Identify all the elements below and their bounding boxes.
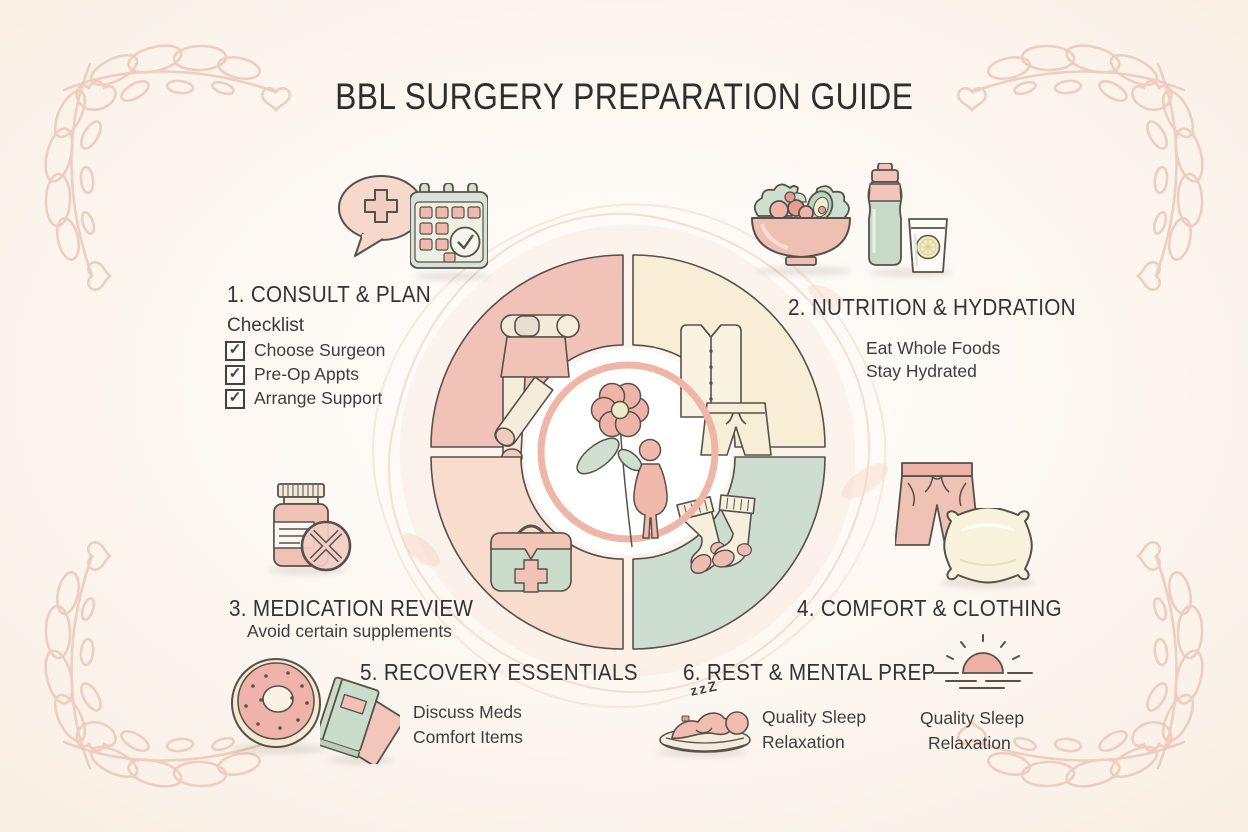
books-icon <box>320 676 400 764</box>
section-rest-heading: 6. REST & MENTAL PREP <box>683 659 936 685</box>
socks-icon <box>676 494 756 574</box>
checklist-item-label: Choose Surgeon <box>254 340 386 360</box>
rest-line: Quality Sleep <box>920 708 1025 728</box>
icon-shadow <box>268 566 346 575</box>
checklist-item: ✓ Arrange Support <box>225 388 382 409</box>
sleeping-person-icon <box>659 711 751 753</box>
center-ring <box>537 361 719 543</box>
section-consult-heading: 1. CONSULT & PLAN <box>227 281 431 307</box>
water-bottle-icon <box>867 163 903 266</box>
rest-line: Relaxation <box>928 733 1011 753</box>
rest-line: Quality Sleep <box>762 707 867 727</box>
recovery-line: Discuss Meds <box>413 702 522 722</box>
body-figure-icon <box>633 438 668 539</box>
flower-icon <box>576 382 650 548</box>
nutrition-line: Eat Whole Foods <box>866 338 1001 358</box>
floral-corner-decoration <box>957 44 1204 291</box>
wheel-quadrant-socks <box>632 456 826 650</box>
icon-shadow <box>868 268 952 277</box>
donut-icon <box>231 658 321 748</box>
checkbox-checked-icon[interactable]: ✓ <box>225 388 245 409</box>
first-aid-kit-icon <box>490 524 572 593</box>
petal-accent <box>836 456 894 506</box>
checklist-item-label: Pre-Op Appts <box>254 364 360 384</box>
rest-line: Relaxation <box>762 732 845 752</box>
checkbox-checked-icon[interactable]: ✓ <box>225 364 245 385</box>
salad-bowl-icon <box>751 183 851 266</box>
lemon-water-glass-icon <box>908 218 948 273</box>
icon-shadow <box>414 272 490 281</box>
nutrition-line: Stay Hydrated <box>866 361 977 381</box>
section-consult-subheading: Checklist <box>227 315 305 336</box>
section-medication-heading: 3. MEDICATION REVIEW <box>229 595 474 621</box>
icon-shadow <box>232 744 326 754</box>
checklist-item: ✓ Pre-Op Appts <box>225 364 359 385</box>
speech-bubble-medical-icon <box>338 175 424 257</box>
pill-bottle-prohibited-icon <box>273 483 352 572</box>
checkbox-checked-icon[interactable]: ✓ <box>225 340 245 361</box>
pillow-icon <box>943 508 1033 584</box>
checklist-item: ✓ Choose Surgeon <box>225 340 385 361</box>
page-title: BBL SURGERY PREPARATION GUIDE <box>334 76 914 117</box>
calendar-check-icon <box>410 183 488 269</box>
wheel-quadrant-first-aid <box>430 456 624 650</box>
section-recovery-heading: 5. RECOVERY ESSENTIALS <box>360 659 638 685</box>
sunrise-icon <box>933 634 1033 689</box>
medication-note: Avoid certain supplements <box>247 621 452 641</box>
floral-corner-decoration <box>44 44 291 291</box>
recovery-line: Comfort Items <box>413 727 523 747</box>
section-nutrition-heading: 2. NUTRITION & HYDRATION <box>788 294 1076 320</box>
icon-shadow <box>756 266 852 276</box>
checklist-item-label: Arrange Support <box>254 388 383 408</box>
preparation-wheel <box>430 254 826 650</box>
section-comfort-heading: 4. COMFORT & CLOTHING <box>797 595 1062 621</box>
icon-shadow <box>328 756 394 764</box>
